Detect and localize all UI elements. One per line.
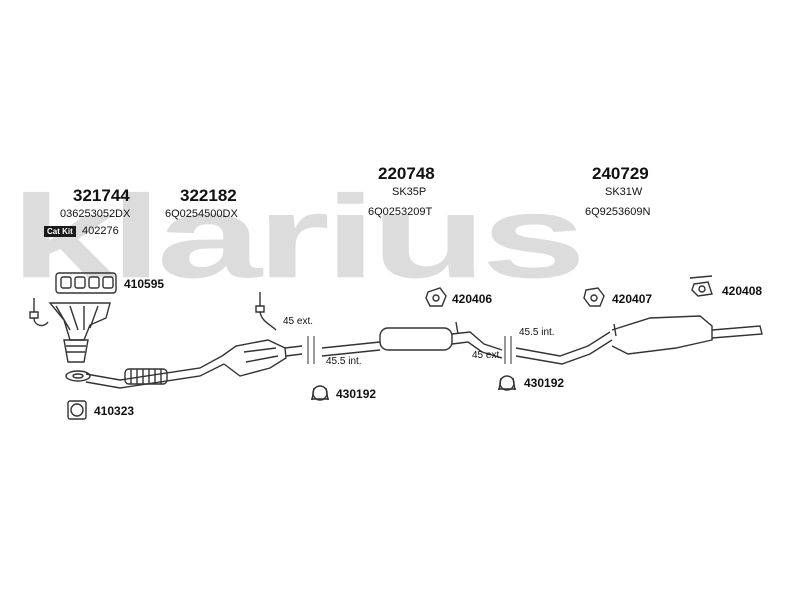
front-pipe-with-catalyst: [85, 339, 303, 389]
part-number-322182: 322182: [180, 186, 237, 205]
part-ref-220748: 6Q0253209T: [368, 206, 433, 218]
fitting-code-410595: 410595: [124, 277, 165, 291]
fitting-code-430192-left: 430192: [336, 387, 377, 401]
rubber-hanger-420406: [425, 287, 447, 307]
part-ref-321744: 036253052DX: [60, 208, 131, 220]
fitting-code-430192-right: 430192: [524, 376, 565, 390]
dimension-label-front-int: 45.5 int.: [326, 356, 362, 367]
lambda-sensor-rear: [255, 292, 277, 331]
part-number-240729: 240729: [592, 164, 649, 183]
part-number-321744: 321744: [73, 186, 130, 205]
rubber-hanger-420408: [689, 275, 713, 297]
centre-silencer: [321, 321, 503, 359]
flange-gasket: [67, 400, 87, 420]
front-flange: [65, 370, 91, 382]
klarius-watermark: klarius: [10, 171, 587, 303]
rear-silencer: [515, 315, 763, 365]
fitting-code-410323: 410323: [94, 404, 135, 418]
cat-kit-badge: Cat Kit: [44, 226, 76, 237]
fitting-code-420407: 420407: [612, 292, 653, 306]
manifold-catalyst: [48, 302, 111, 363]
manifold-gasket: [55, 272, 117, 294]
clamp-right: [498, 375, 516, 391]
part-ref-240729: 6Q9253609N: [585, 206, 651, 218]
fitting-code-420408: 420408: [722, 284, 763, 298]
dimension-label-rear-ext: 45 ext.: [472, 350, 503, 361]
part-number-220748: 220748: [378, 164, 435, 183]
rubber-hanger-420407: [583, 287, 605, 307]
part-code-240729: SK31W: [605, 186, 643, 198]
clamp-left: [311, 385, 329, 401]
lambda-sensor-front: [29, 298, 49, 327]
part-ref-322182: 6Q0254500DX: [165, 208, 238, 220]
part-code-220748: SK35P: [392, 186, 427, 198]
dimension-label-rear-int: 45.5 int.: [519, 327, 555, 338]
dimension-label-front-ext: 45 ext.: [283, 316, 314, 327]
cat-kit-number: 402276: [82, 225, 119, 237]
fitting-code-420406: 420406: [452, 292, 493, 306]
